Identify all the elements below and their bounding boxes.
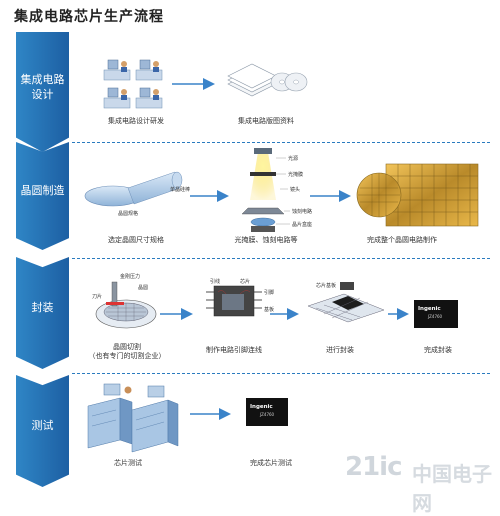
finished-wafer-icon [356, 163, 479, 227]
chip-model-1: JZ4760 [427, 314, 443, 319]
label-mask: 光掩膜 [288, 172, 304, 178]
stage-package-label: 封装 [31, 301, 54, 315]
stage-test-label: 测试 [31, 419, 54, 433]
label-lead: 引线 [210, 279, 221, 285]
chip-model-2: JZ4760 [259, 412, 275, 417]
caption-layout-data: 集成电路版图资料 [238, 117, 294, 125]
caption-design-rd: 集成电路设计研发 [108, 117, 164, 125]
label-chip-substrate: 芯片基板 [316, 283, 337, 289]
label-cutter: 刀片 [92, 294, 103, 300]
separator-2 [72, 258, 490, 259]
stage-wafer: 晶圆制造 [16, 142, 69, 250]
caption-pack-done: 完成封装 [424, 346, 452, 354]
stage-design-label: 集成电路 设计 [20, 72, 65, 101]
caption-test-done: 完成芯片测试 [250, 459, 292, 467]
packaged-chip-icon: Ingenic JZ4760 [414, 300, 458, 328]
caption-wafer-size: 选定晶圆尺寸规格 [108, 236, 164, 244]
label-substrate: 基板 [264, 307, 275, 313]
label-lens: 镜头 [290, 187, 301, 193]
label-wafer-stage: 晶片盒座 [292, 222, 313, 228]
caption-chip-test: 芯片测试 [114, 459, 142, 467]
chip-brand-2: Ingenic [250, 404, 273, 410]
stage-wafer-label: 晶圆制造 [20, 184, 65, 198]
caption-full-wafer: 完成整个晶圆电路制作 [367, 236, 437, 244]
caption-encapsulate: 进行封装 [326, 346, 354, 354]
separator-1 [72, 142, 490, 143]
label-blade-pressure: 金刚压力 [120, 274, 141, 280]
page-title: 集成电路芯片生产流程 [14, 9, 164, 25]
watermark-logo: 21ic [345, 452, 403, 482]
silicon-rod-icon [84, 171, 183, 207]
wafer-cutting-icon [95, 281, 157, 329]
designers-icon [103, 59, 163, 109]
wire-bonding-icon [206, 285, 262, 317]
tested-chip-icon: Ingenic JZ4760 [246, 398, 288, 426]
label-wafer-small: 晶圆规格 [118, 211, 139, 217]
layout-documents-icon [227, 63, 308, 97]
caption-wire-bond: 制作电路引脚连线 [206, 346, 262, 354]
stage-test: 测试 [16, 375, 69, 487]
caption-photo-etch: 光掩膜、蚀刻电路等 [234, 236, 298, 244]
separator-3 [72, 373, 490, 374]
watermark-sub: 中国电子网 [412, 462, 492, 515]
label-single-crystal: 单晶硅棒 [170, 187, 191, 193]
photolithography-icon [241, 148, 290, 232]
stage-package: 封装 [16, 257, 69, 369]
label-chip: 芯片 [240, 279, 251, 285]
label-etched-circuit: 蚀刻电路 [292, 209, 313, 215]
process-illustrations: Ingenic JZ4760 Ingenic JZ4760 [84, 59, 479, 453]
chip-brand-1: Ingenic [418, 306, 441, 312]
encapsulation-icon [307, 282, 385, 323]
testing-equipment-icon [87, 383, 179, 453]
label-light-source: 光源 [288, 156, 299, 162]
label-wafer-piece: 晶圆 [138, 285, 149, 291]
caption-wafer-cut: 晶圆切割 （也有专门的切割企业） [88, 343, 166, 361]
stage-design: 集成电路 设计 [16, 32, 69, 152]
label-pin: 引脚 [264, 290, 275, 296]
